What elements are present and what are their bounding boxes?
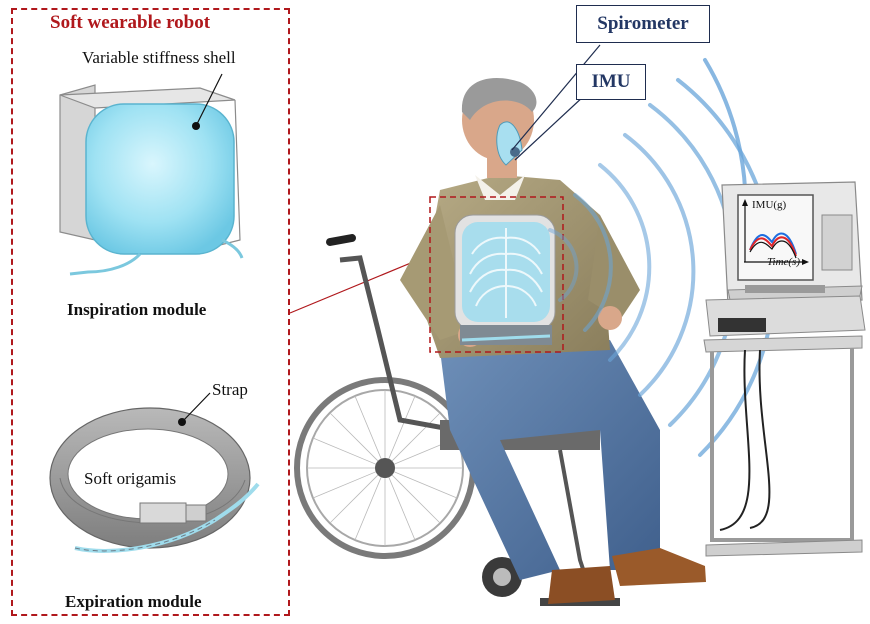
spirometer-callout: Spirometer xyxy=(576,5,710,43)
imu-callout: IMU xyxy=(576,64,646,100)
imu-leader xyxy=(514,94,586,161)
panel-title: Soft wearable robot xyxy=(50,12,211,33)
strap-label: Strap xyxy=(212,380,248,399)
monitor-station xyxy=(703,181,866,557)
patient-figure xyxy=(400,77,706,604)
inspiration-module-drawing xyxy=(59,73,244,276)
origami-label: Soft origamis xyxy=(84,469,177,488)
inspiration-label: Inspiration module xyxy=(67,300,207,319)
shell-label: Variable stiffness shell xyxy=(82,48,236,67)
soft-wearable-robot-panel xyxy=(11,8,290,616)
monitor-y-label: IMU(g) xyxy=(752,199,787,211)
spirometer-leader xyxy=(511,44,601,151)
panel-connector-line xyxy=(289,254,431,314)
expiration-label: Expiration module xyxy=(65,592,202,611)
chest-highlight-box xyxy=(429,196,564,353)
monitor-x-label: Time(s) xyxy=(767,256,800,268)
worn-shell xyxy=(454,214,556,345)
expiration-module-drawing xyxy=(49,392,260,553)
